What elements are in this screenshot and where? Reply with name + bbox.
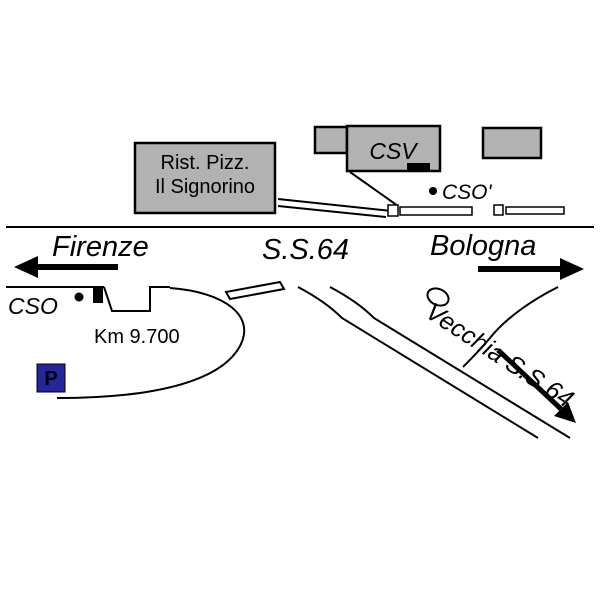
cso-top-marker-group: CSO' bbox=[429, 181, 493, 204]
parking-sign-letter: P bbox=[44, 368, 57, 390]
csv-driveway-line bbox=[349, 171, 399, 207]
branch-road-left-edge bbox=[297, 286, 539, 439]
restaurant-name-line1: Rist. Pizz. bbox=[161, 152, 250, 174]
branch-road-right-edge bbox=[329, 286, 571, 439]
service-road-diagonal-bottom bbox=[277, 205, 387, 218]
buildings-group: CSV Rist. Pizz. Il Signorino bbox=[133, 124, 543, 215]
east-ramp-curve bbox=[462, 286, 559, 368]
csv-building-label: CSV bbox=[369, 138, 419, 164]
service-road-segment-1 bbox=[399, 206, 473, 216]
northeast-building bbox=[481, 126, 543, 160]
branch-direction-arrow-icon bbox=[496, 348, 576, 423]
bologna-arrow-head bbox=[560, 258, 584, 280]
parking-icon: P bbox=[36, 363, 66, 393]
traffic-island bbox=[224, 280, 286, 301]
arrow-right-icon bbox=[478, 258, 584, 280]
roundabout-ellipse bbox=[426, 287, 450, 307]
service-road-group bbox=[277, 171, 565, 218]
km-marker-label: Km 9.700 bbox=[94, 326, 180, 348]
bologna-label: Bologna bbox=[430, 230, 536, 262]
restaurant-building bbox=[133, 141, 277, 215]
direction-labels-group: Firenze S.S.64 Bologna bbox=[14, 230, 584, 280]
driveway-notch bbox=[103, 286, 170, 312]
firenze-label: Firenze bbox=[52, 231, 149, 263]
branch-arrow-shaft bbox=[496, 348, 563, 411]
service-road-gate-1 bbox=[387, 204, 399, 217]
main-road-group bbox=[6, 226, 594, 399]
arrow-left-icon bbox=[14, 256, 118, 278]
cso-left-location-dot bbox=[74, 292, 84, 302]
csv-entrance-marker bbox=[407, 163, 430, 171]
csv-annex-building bbox=[313, 125, 349, 155]
cso-left-marker-group: CSO Km 9.700 bbox=[8, 288, 180, 348]
firenze-arrow-head bbox=[14, 256, 38, 278]
service-road-segment-2 bbox=[505, 206, 565, 215]
cso-top-label: CSO' bbox=[442, 181, 493, 204]
cso-left-label: CSO bbox=[8, 293, 58, 319]
parking-area-curve bbox=[56, 287, 246, 399]
csv-building bbox=[345, 124, 442, 173]
parking-sign-background bbox=[36, 363, 66, 393]
ss64-label: S.S.64 bbox=[262, 234, 349, 266]
service-road-gate-2 bbox=[493, 204, 504, 216]
branch-arrow-head bbox=[554, 402, 576, 423]
service-road-diagonal-top bbox=[277, 198, 393, 212]
cso-top-location-dot bbox=[429, 187, 437, 195]
restaurant-name-line2: Il Signorino bbox=[155, 176, 255, 198]
cso-left-building-marker bbox=[93, 288, 103, 303]
